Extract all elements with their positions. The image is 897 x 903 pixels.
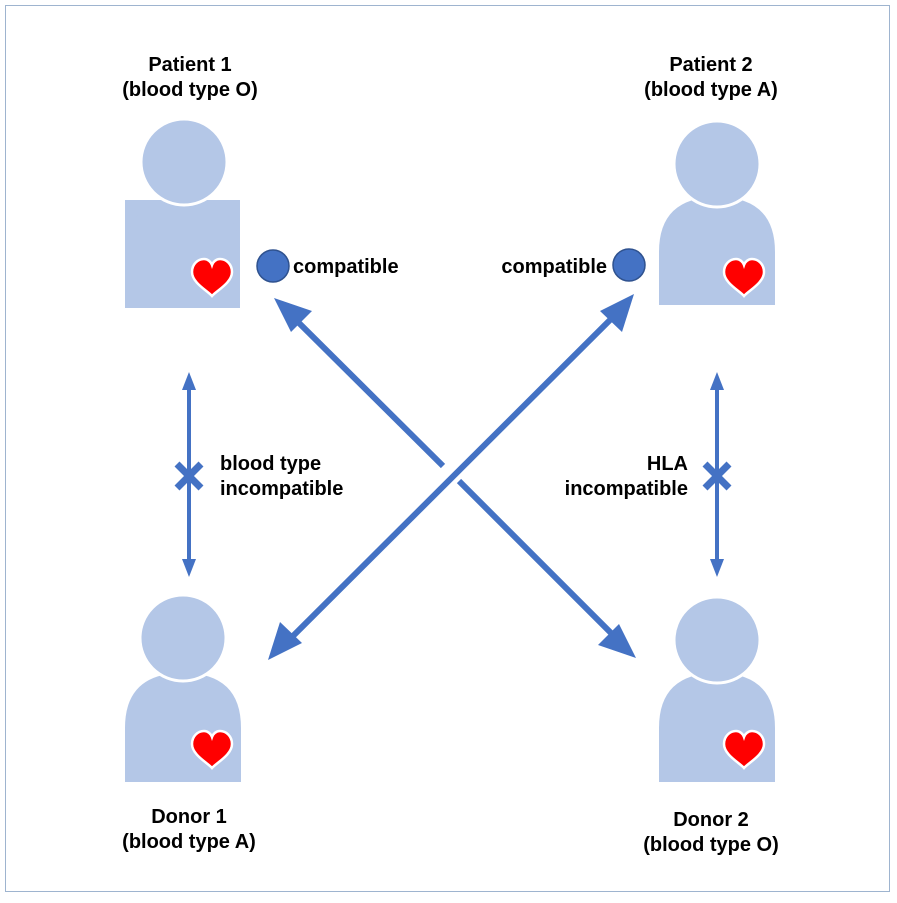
incompatible-left-cross-icon	[174, 461, 204, 491]
patient-2-blood-type: (blood type A)	[644, 79, 778, 101]
patient-1-name: Patient 1	[148, 54, 231, 76]
patient-2-name: Patient 2	[669, 54, 752, 76]
compatible-right-circle-icon	[612, 248, 646, 282]
incompatible-right-line1: HLA	[647, 453, 688, 475]
donor-2-name: Donor 2	[673, 809, 749, 831]
donor-1-name: Donor 1	[151, 806, 227, 828]
incompatible-left-line2: incompatible	[220, 478, 343, 500]
compatible-left-label: compatible	[293, 256, 399, 278]
donor-1-blood-type: (blood type A)	[122, 831, 256, 853]
patient-1-blood-type: (blood type O)	[122, 79, 258, 101]
arrow-patient1-donor2	[274, 298, 636, 658]
incompatible-right-cross-icon	[702, 461, 732, 491]
donor-2-blood-type: (blood type O)	[643, 834, 779, 856]
compatible-right-label: compatible	[501, 256, 607, 278]
arrow-patient2-donor1	[268, 294, 634, 660]
compatible-left-circle-icon	[256, 249, 290, 283]
incompatible-right-line2: incompatible	[565, 478, 688, 500]
incompatible-left-line1: blood type	[220, 453, 321, 475]
